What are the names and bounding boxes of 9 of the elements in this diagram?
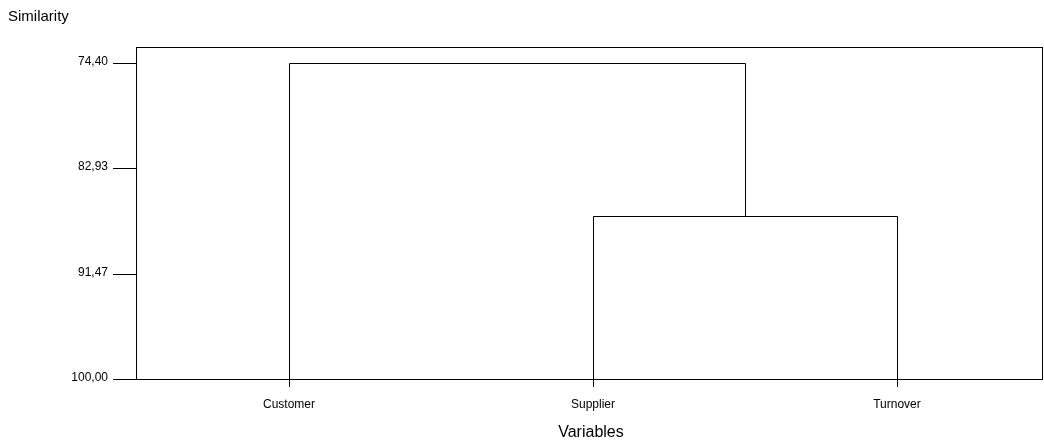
- axis-title: Similarity: [8, 8, 69, 23]
- axis-title: Variables: [557, 424, 625, 440]
- category-label: Turnover: [872, 398, 922, 410]
- tick-label: 100,00: [70, 371, 108, 383]
- tick-label: 74,40: [76, 55, 108, 67]
- category-label: Customer: [262, 398, 316, 410]
- tick-label: 91,47: [76, 266, 108, 278]
- category-label: Supplier: [570, 398, 616, 410]
- tick-label: 82,93: [76, 160, 108, 172]
